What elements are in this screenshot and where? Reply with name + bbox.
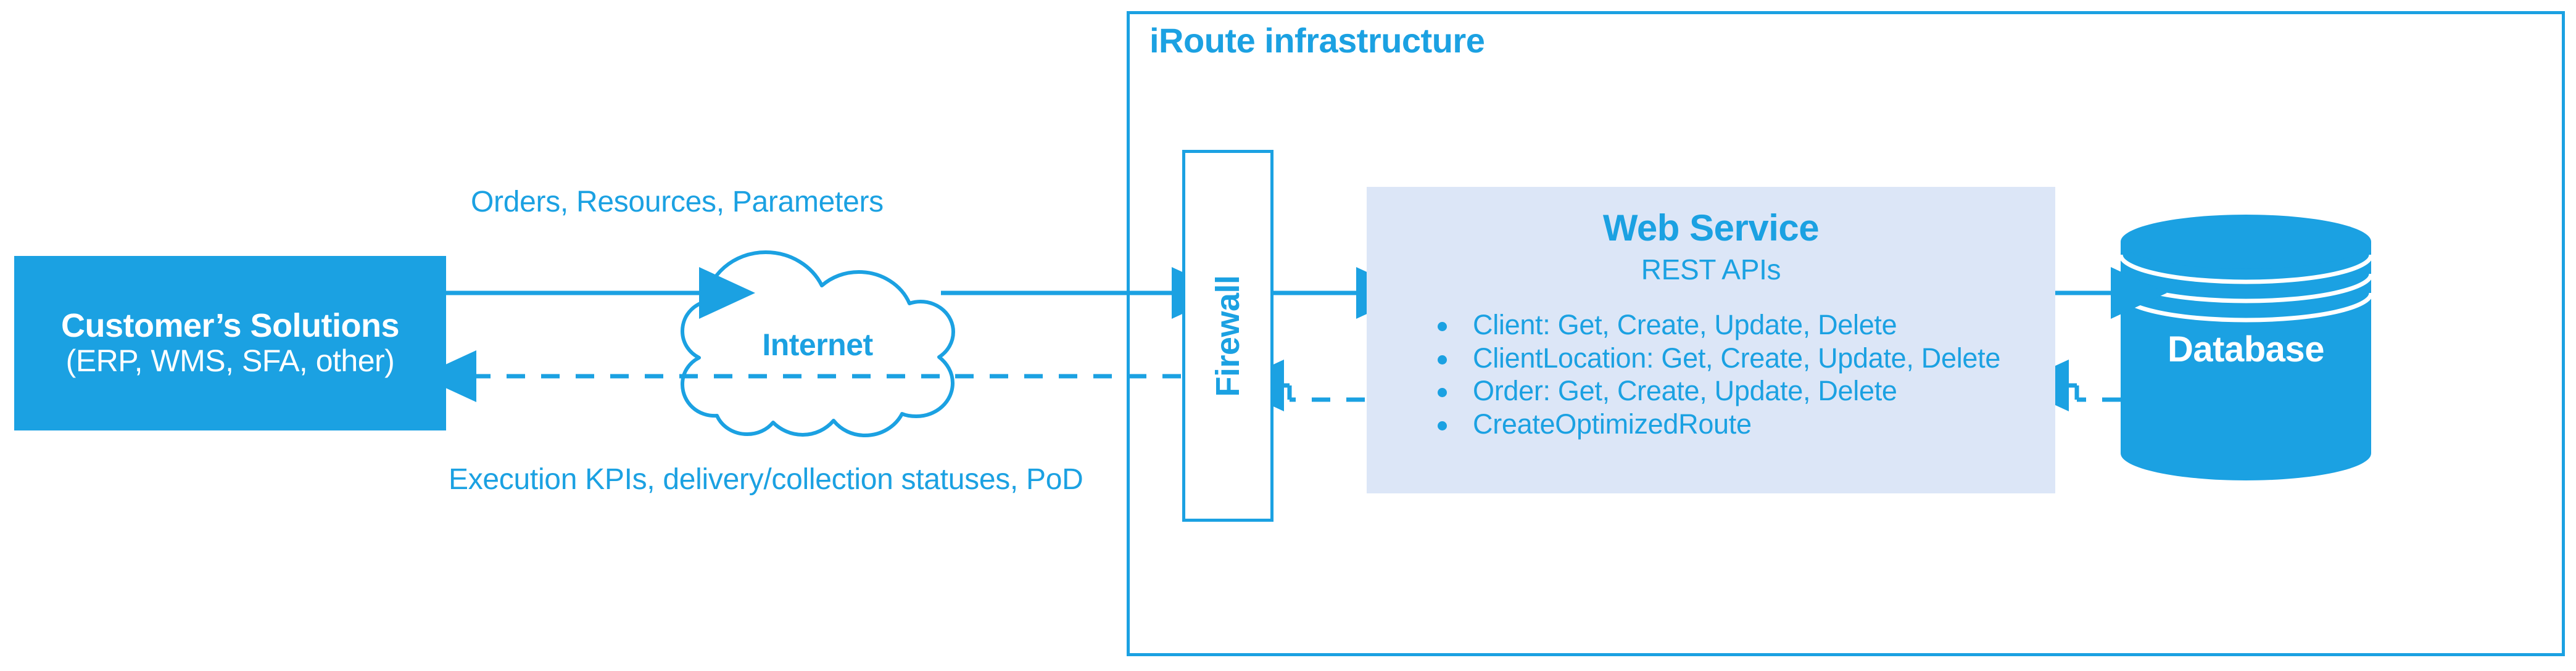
iroute-infrastructure-container [1127,11,2565,656]
list-item: Client: Get, Create, Update, Delete [1367,308,2055,342]
flow-arrow-webservice-to-firewall-dashed [1228,360,1365,411]
database-cylinder-icon [2118,215,2374,480]
web-service-title: Web Service [1602,207,1820,249]
web-service-subtitle: REST APIs [1641,253,1781,286]
downstream-flow-label: Execution KPIs, delivery/collection stat… [449,463,1083,496]
list-item: Order: Get, Create, Update, Delete [1367,374,2055,408]
rest-api-list: Client: Get, Create, Update, Delete Clie… [1367,308,2055,440]
list-item: ClientLocation: Get, Create, Update, Del… [1367,342,2055,375]
customer-solutions-title: Customer’s Solutions [60,307,400,344]
customer-solutions-node[interactable]: Customer’s Solutions (ERP, WMS, SFA, oth… [14,256,446,430]
upstream-flow-label: Orders, Resources, Parameters [471,186,884,218]
internet-cloud-label: Internet [762,327,873,362]
list-item: CreateOptimizedRoute [1367,408,2055,441]
database-label: Database [2168,329,2324,369]
customer-solutions-subtitle: (ERP, WMS, SFA, other) [65,343,395,378]
firewall-label: Firewall [1209,274,1246,397]
flow-arrow-database-to-webservice-dashed [2013,360,2121,411]
iroute-infrastructure-title: iRoute infrastructure [1149,21,1485,60]
firewall-node[interactable]: Firewall [1182,150,1274,522]
web-service-node[interactable]: Web Service REST APIs Client: Get, Creat… [1367,187,2055,493]
